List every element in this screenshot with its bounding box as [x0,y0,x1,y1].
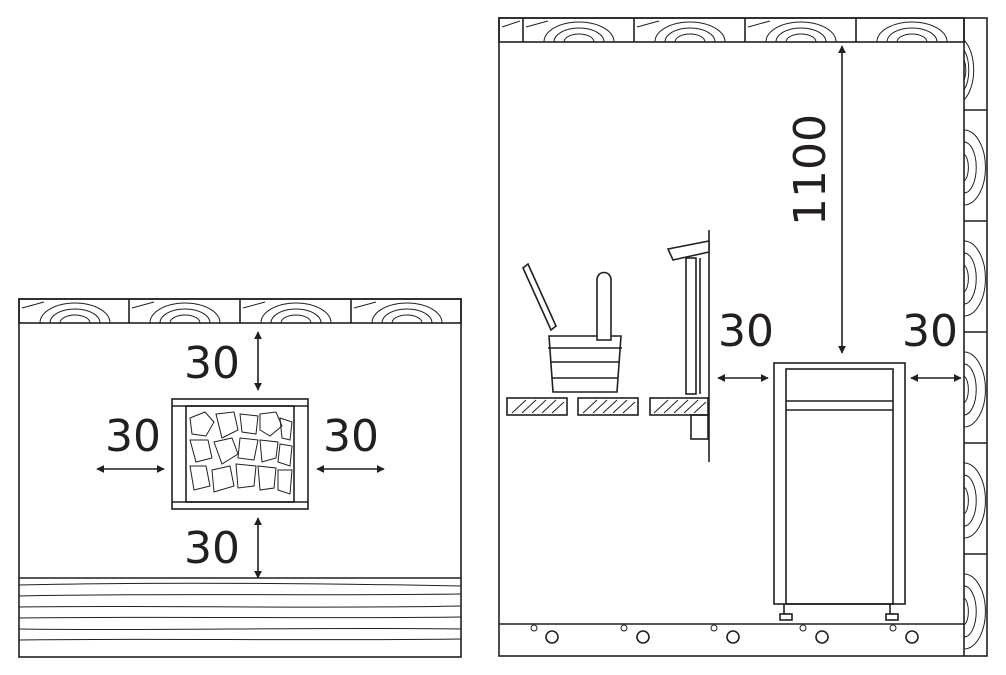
backrest-wall-section [649,230,710,462]
top-view-heater [171,398,309,510]
right-wall-planks [963,18,987,656]
ceiling-planks [498,17,965,43]
top-view-floor-boards [18,577,462,641]
floor-slab [499,623,964,644]
top-clearance-label: 30 [184,338,240,389]
top-view-frame [18,298,462,658]
sauna-stones [189,411,293,495]
left-clearance-label: 30 [105,411,161,462]
side-view-panel: 1100 30 30 [498,17,988,657]
ceiling-clearance-label: 1100 [785,114,836,226]
sauna-bucket-icon [522,262,622,393]
bottom-clearance-label: 30 [184,523,240,574]
right-clearance-label: 30 [323,411,379,462]
side-left-clearance-label: 30 [718,306,774,357]
sauna-heater [773,362,906,621]
top-view-panel: 30 30 30 30 [18,298,462,658]
side-right-clearance-label: 30 [902,306,958,357]
bench-planks [506,397,639,416]
top-view-wall-planks [18,298,462,324]
